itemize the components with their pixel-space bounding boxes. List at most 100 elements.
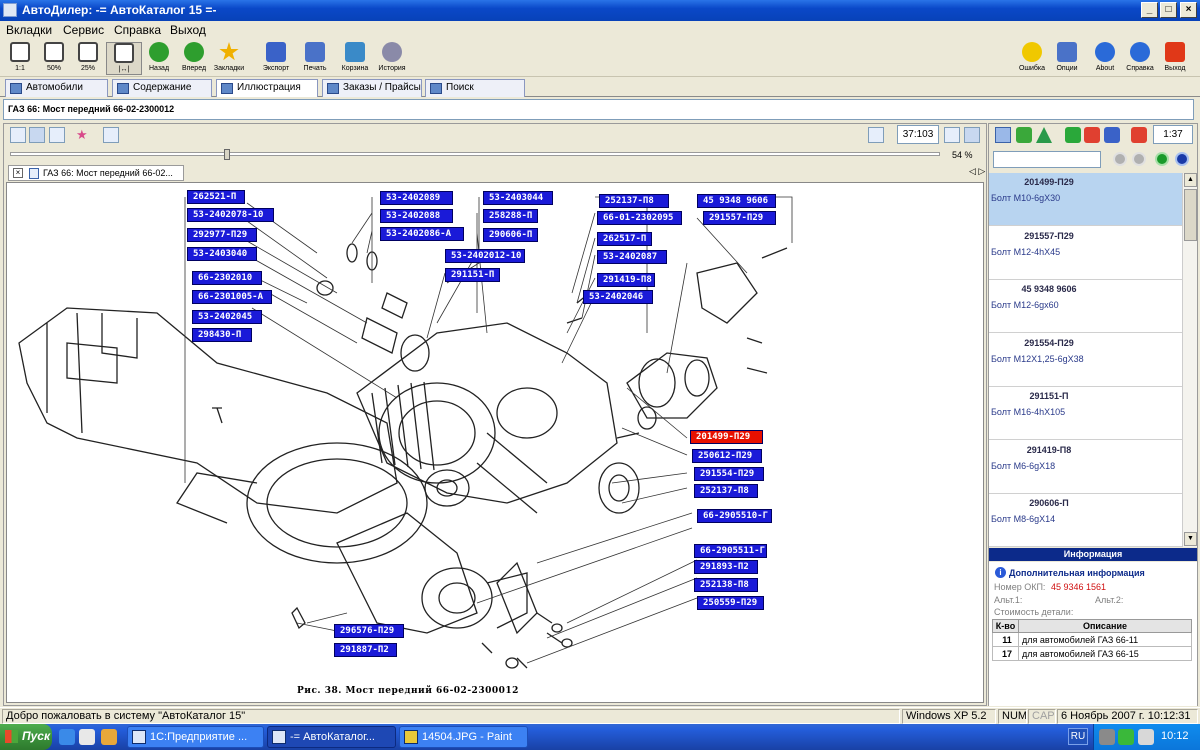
menu-exit[interactable]: Выход bbox=[170, 23, 206, 37]
part-label[interactable]: 53-2402087 bbox=[597, 250, 667, 264]
part-label[interactable]: 262517-П bbox=[597, 232, 652, 246]
scroll-up-icon[interactable]: ▲ bbox=[1184, 173, 1197, 187]
table-row[interactable]: 11 для автомобилей ГАЗ 66-11 bbox=[992, 632, 1192, 647]
tray-volume-icon[interactable] bbox=[1138, 729, 1154, 745]
exit-button[interactable]: Выход bbox=[1157, 42, 1193, 75]
prev-result-icon[interactable] bbox=[1113, 152, 1127, 166]
list-view-icon[interactable] bbox=[944, 127, 960, 143]
part-label[interactable]: 291554-П29 bbox=[694, 467, 764, 481]
tab-contents[interactable]: Содержание bbox=[112, 79, 212, 97]
parts-scrollbar[interactable]: ▲ ▼ bbox=[1182, 173, 1197, 547]
split-view-icon[interactable] bbox=[964, 127, 980, 143]
edit-icon[interactable] bbox=[1104, 127, 1120, 143]
part-label[interactable]: 258288-П bbox=[483, 209, 538, 223]
print-button[interactable]: Печать bbox=[297, 42, 333, 75]
scroll-down-icon[interactable]: ▼ bbox=[1184, 532, 1197, 546]
ie-icon[interactable] bbox=[59, 729, 75, 745]
grid-view-icon[interactable] bbox=[29, 127, 45, 143]
part-label[interactable]: 252137-П8 bbox=[599, 194, 669, 208]
part-label[interactable]: 53-2402089 bbox=[380, 191, 453, 205]
zoom-actual-button[interactable]: 1:1 bbox=[2, 42, 38, 75]
zoom-50-button[interactable]: 50% bbox=[36, 42, 72, 75]
part-label[interactable]: 291887-П2 bbox=[334, 643, 397, 657]
part-label[interactable]: 53-2402012-10 bbox=[445, 249, 525, 263]
print-list-icon[interactable] bbox=[1131, 127, 1147, 143]
part-label[interactable]: 290606-П bbox=[483, 228, 538, 242]
part-label[interactable]: 66-2301005-А bbox=[192, 290, 272, 304]
part-label[interactable]: 53-2402046 bbox=[583, 290, 653, 304]
part-label[interactable]: 66-01-2302095 bbox=[597, 211, 682, 225]
forward-button[interactable]: Вперед bbox=[176, 42, 212, 75]
close-tab-icon[interactable]: × bbox=[13, 168, 23, 178]
part-label[interactable]: 53-2403040 bbox=[187, 247, 257, 261]
taskbar-window-paint[interactable]: 14504.JPG - Paint bbox=[399, 726, 528, 748]
tab-scroll-arrows[interactable]: ◁ ▷ bbox=[969, 166, 986, 176]
tray-network-icon[interactable] bbox=[1099, 729, 1115, 745]
history-button[interactable]: История bbox=[374, 42, 410, 75]
tray-app-icon[interactable] bbox=[1118, 729, 1134, 745]
part-label[interactable]: 262521-П bbox=[187, 190, 245, 204]
tab-cars[interactable]: Автомобили bbox=[5, 79, 108, 97]
back-button[interactable]: Назад bbox=[141, 42, 177, 75]
part-label[interactable]: 53-2403044 bbox=[483, 191, 553, 205]
part-label[interactable]: 252138-П8 bbox=[694, 578, 758, 592]
copy-icon[interactable] bbox=[868, 127, 884, 143]
screen-capture-icon[interactable] bbox=[103, 127, 119, 143]
scrollbar-thumb[interactable] bbox=[1184, 189, 1197, 241]
taskbar-window-autocatalog[interactable]: -= АвтоКаталог... bbox=[267, 726, 396, 748]
part-label[interactable]: 291557-П29 bbox=[703, 211, 776, 225]
next-result-icon[interactable] bbox=[1175, 152, 1189, 166]
cart-button[interactable]: Корзина bbox=[337, 42, 373, 75]
parts-search-input[interactable] bbox=[993, 151, 1101, 168]
part-label[interactable]: 298430-П bbox=[192, 328, 252, 342]
part-label[interactable]: 250559-П29 bbox=[697, 596, 764, 610]
menu-service[interactable]: Сервис bbox=[63, 23, 105, 37]
part-label[interactable]: 291893-П2 bbox=[694, 560, 758, 574]
part-label[interactable]: 291419-П8 bbox=[597, 273, 655, 287]
zoom-slider-track[interactable] bbox=[10, 152, 940, 156]
about-button[interactable]: About bbox=[1087, 42, 1123, 75]
part-label[interactable]: 250612-П29 bbox=[692, 449, 762, 463]
zoom-slider-thumb[interactable] bbox=[224, 149, 230, 160]
part-label[interactable]: 53-2402045 bbox=[192, 310, 262, 324]
fit-width-button[interactable]: |↔| bbox=[106, 42, 142, 75]
tab-illustration[interactable]: Иллюстрация bbox=[216, 79, 318, 97]
part-label[interactable]: 53-2402078-10 bbox=[187, 208, 274, 222]
document-tab[interactable]: × ГАЗ 66: Мост передний 66-02... bbox=[8, 165, 184, 181]
tab-orders[interactable]: Заказы / Прайсы bbox=[322, 79, 422, 97]
remove-icon[interactable] bbox=[1084, 127, 1100, 143]
language-indicator[interactable]: RU bbox=[1068, 728, 1088, 745]
quicklaunch-app-icon[interactable] bbox=[101, 729, 117, 745]
copy-list-icon[interactable] bbox=[995, 127, 1011, 143]
export-button[interactable]: Экспорт bbox=[258, 42, 294, 75]
sort-icon[interactable] bbox=[1036, 127, 1052, 143]
part-label[interactable]: 291151-П bbox=[445, 268, 500, 282]
options-button[interactable]: Опции bbox=[1049, 42, 1085, 75]
table-row[interactable]: 17 для автомобилей ГАЗ 66-15 bbox=[992, 646, 1192, 661]
start-button[interactable]: Пуск bbox=[0, 724, 52, 750]
zoom-25-button[interactable]: 25% bbox=[70, 42, 106, 75]
search-go-icon[interactable] bbox=[1155, 152, 1169, 166]
part-label[interactable]: 252137-П8 bbox=[694, 484, 758, 498]
error-button[interactable]: Ошибка bbox=[1014, 42, 1050, 75]
stop-search-icon[interactable] bbox=[1132, 152, 1146, 166]
part-label[interactable]: 66-2905510-Г bbox=[697, 509, 772, 523]
close-button[interactable]: × bbox=[1180, 2, 1197, 18]
part-label-selected[interactable]: 201499-П29 bbox=[690, 430, 763, 444]
minimize-button[interactable]: _ bbox=[1141, 2, 1158, 18]
part-label[interactable]: 45 9348 9606 bbox=[697, 194, 776, 208]
menu-tabs[interactable]: Вкладки bbox=[6, 23, 53, 37]
favorites-icon[interactable]: ★ bbox=[76, 127, 88, 142]
help-button[interactable]: Справка bbox=[1122, 42, 1158, 75]
part-label[interactable]: 292977-П29 bbox=[187, 228, 257, 242]
part-label[interactable]: 66-2302010 bbox=[192, 271, 262, 285]
part-label[interactable]: 53-2402088 bbox=[380, 209, 453, 223]
refresh-icon[interactable] bbox=[49, 127, 65, 143]
part-label[interactable]: 53-2402086-А bbox=[380, 227, 464, 241]
